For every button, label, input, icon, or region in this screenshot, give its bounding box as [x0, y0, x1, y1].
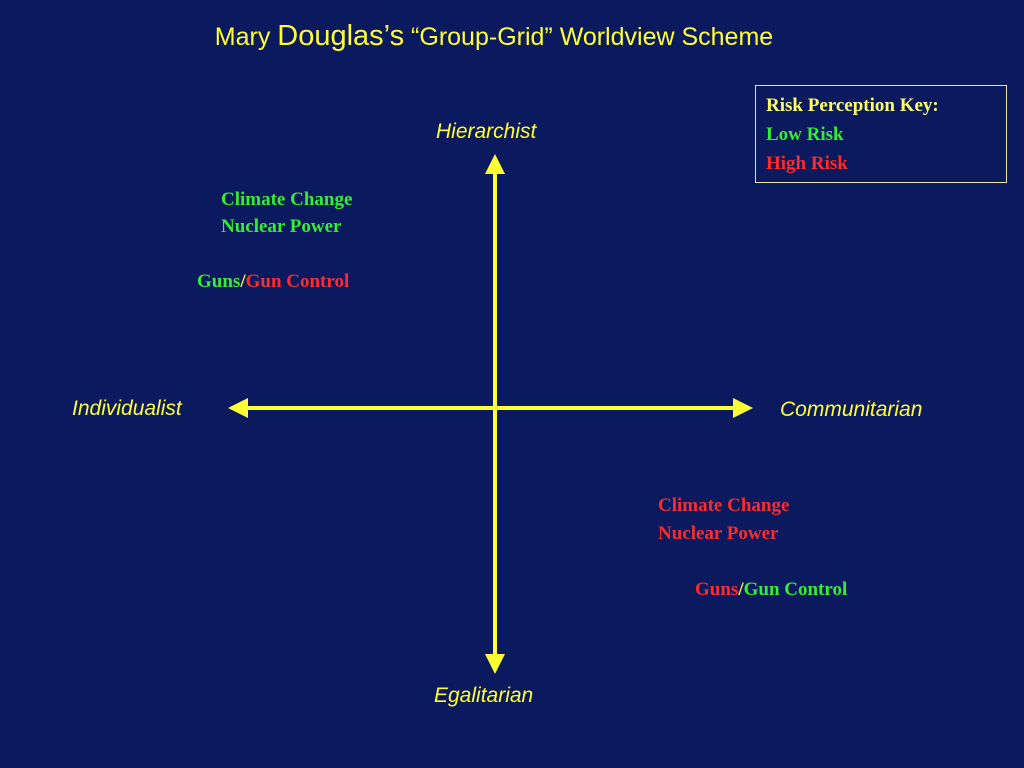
- key-high-risk: High Risk: [766, 153, 848, 174]
- lower-right-climate-change: Climate Change: [658, 495, 790, 516]
- upper-left-guns-line: Guns/Gun Control: [197, 268, 349, 295]
- page-title: Mary Douglas’s “Group-Grid” Worldview Sc…: [0, 20, 988, 53]
- risk-perception-key: Risk Perception Key: Low Risk High Risk: [755, 85, 1007, 183]
- key-title: Risk Perception Key:: [766, 95, 939, 116]
- lower-right-nuclear-power: Nuclear Power: [658, 523, 779, 544]
- lower-right-slash: /: [738, 579, 744, 600]
- upper-left-gun-control: Gun Control: [245, 271, 350, 292]
- axis-label-individualist: Individualist: [72, 397, 182, 420]
- upper-left-guns: Guns: [197, 271, 241, 292]
- upper-left-climate-change: Climate Change: [221, 189, 353, 210]
- lower-right-guns: Guns: [695, 579, 739, 600]
- title-part-mary: Mary: [214, 23, 278, 51]
- axis-label-egalitarian: Egalitarian: [434, 684, 534, 707]
- title-part-scheme: “Group-Grid” Worldview Scheme: [404, 23, 774, 51]
- title-part-douglas: Douglas’s: [277, 20, 405, 52]
- lower-right-guns-line: Guns/Gun Control: [695, 576, 847, 603]
- axis-label-hierarchist: Hierarchist: [436, 120, 537, 143]
- axis-label-communitarian: Communitarian: [780, 398, 923, 421]
- lower-right-gun-control: Gun Control: [743, 579, 848, 600]
- upper-left-nuclear-power: Nuclear Power: [221, 216, 342, 237]
- key-low-risk: Low Risk: [766, 124, 844, 145]
- upper-left-slash: /: [240, 271, 246, 292]
